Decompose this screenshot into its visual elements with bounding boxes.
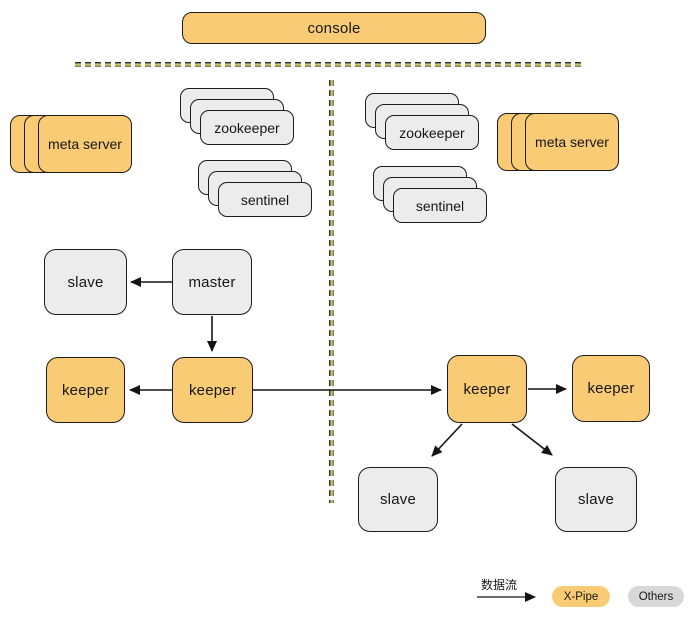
arrow-keeper-to-slave-a (431, 423, 463, 457)
left-keeper-secondary-node: keeper (46, 357, 125, 423)
right-slave-b-node: slave (555, 467, 637, 532)
arrow-keeper-to-slave-b (511, 423, 553, 456)
left-keeper-primary-label: keeper (188, 381, 237, 399)
left-meta-server-stack: meta server (10, 115, 132, 173)
right-slave-b-label: slave (577, 491, 615, 508)
left-meta-server-node: meta server (38, 115, 132, 173)
left-keeper-secondary-label: keeper (61, 381, 110, 399)
left-sentinel-node: sentinel (218, 182, 312, 217)
left-zookeeper-stack: zookeeper (180, 88, 294, 145)
right-keeper-primary-node: keeper (447, 355, 527, 423)
left-master-label: master (188, 273, 236, 291)
right-sentinel-label: sentinel (415, 197, 465, 214)
right-slave-a-label: slave (379, 491, 417, 508)
left-slave-node: slave (44, 249, 127, 315)
right-zookeeper-label: zookeeper (399, 124, 465, 141)
console-label: console (307, 19, 361, 37)
right-meta-server-node: meta server (525, 113, 619, 171)
right-slave-a-node: slave (358, 467, 438, 532)
right-keeper-secondary-label: keeper (587, 380, 635, 397)
right-meta-server-stack: meta server (497, 113, 619, 171)
left-master-node: master (172, 249, 252, 315)
right-zookeeper-node: zookeeper (385, 115, 479, 150)
right-sentinel-stack: sentinel (373, 166, 487, 223)
right-sentinel-node: sentinel (393, 188, 487, 223)
right-meta-server-label: meta server (535, 134, 609, 150)
right-zookeeper-stack: zookeeper (365, 93, 479, 150)
right-keeper-primary-label: keeper (463, 380, 511, 398)
idc-boundary-vertical-divider (329, 80, 334, 503)
left-keeper-primary-node: keeper (172, 357, 253, 423)
legend-others-badge: Others (628, 586, 684, 607)
left-zookeeper-node: zookeeper (200, 110, 294, 145)
right-keeper-secondary-node: keeper (572, 355, 650, 422)
left-meta-server-label: meta server (48, 136, 122, 152)
legend-xpipe-badge: X-Pipe (552, 586, 610, 607)
left-slave-label: slave (67, 273, 104, 291)
legend-others-label: Others (638, 590, 674, 603)
console-node: console (182, 12, 486, 44)
idc-boundary-horizontal-divider (75, 62, 585, 67)
legend-xpipe-label: X-Pipe (563, 590, 599, 603)
left-zookeeper-label: zookeeper (214, 119, 280, 136)
legend-flow-label: 数据流 (481, 578, 518, 592)
left-sentinel-stack: sentinel (198, 160, 312, 217)
left-sentinel-label: sentinel (240, 191, 290, 208)
